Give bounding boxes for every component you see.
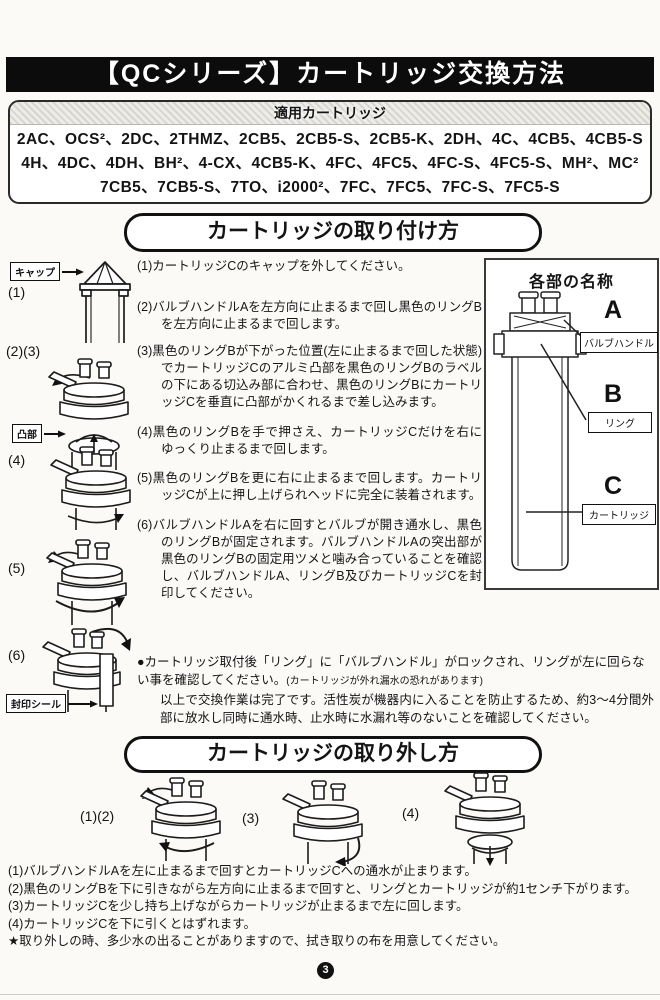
head-and-cartridge-top-illustration [48, 358, 129, 470]
part-key-b: B [604, 380, 623, 408]
part-key-c: C [604, 472, 623, 500]
parts-name-panel: 各部の名称 A バルブハンドル B リング C カートリッジ [484, 258, 659, 590]
step-number: (2) [137, 300, 153, 314]
step-text: カートリッジCのキャップを外してください。 [152, 259, 411, 273]
install-step-1: (1)カートリッジCのキャップを外してください。 [137, 258, 482, 275]
removal-steps: (1)バルブハンドルAを左に止まるまで回すとカートリッジCへの通水が止まります。… [8, 863, 654, 951]
step-number: (1) [8, 864, 24, 878]
install-fig1-number: (1) [8, 284, 26, 300]
install-step-4: (4)黒色のリングBを手で押さえ、カートリッジCだけを右にゆっくり止まるまで回し… [137, 424, 482, 458]
removal-fig4-number: (4) [402, 805, 420, 821]
applicable-cartridges-list: 2AC、OCS²、2DC、2THMZ、2CB5、2CB5-S、2CB5-K、2D… [10, 125, 650, 200]
cap-arrow-icon [62, 268, 84, 275]
step-number: (3) [8, 899, 24, 913]
step-text: カートリッジCを下に引くとはずれます。 [23, 916, 257, 931]
step-number: (6) [137, 518, 153, 532]
cap-label: キャップ [10, 262, 60, 281]
install-lock-note-text: ●カートリッジ取付後「リング」に「バルブハンドル」がロックされ、リングが左に回ら… [137, 655, 645, 687]
parts-assembly-illustration [493, 291, 587, 571]
seal-label-row: 封印シール [6, 694, 98, 713]
page-number-badge: 3 [317, 962, 334, 979]
model-list-line: 4H、4DC、4DH、BH²、4-CX、4CB5-K、4FC、4FC5、4FC-… [21, 155, 639, 172]
part-label-cartridge: カートリッジ [582, 504, 656, 525]
step-text: 黒色のリングBが下がった位置(左に止まるまで回した状態)でカートリッジCのアルミ… [152, 344, 482, 409]
step-number: (3) [137, 344, 153, 358]
applicable-cartridges-header: 適用カートリッジ [10, 102, 650, 125]
applicable-cartridges-box: 適用カートリッジ 2AC、OCS²、2DC、2THMZ、2CB5、2CB5-S、… [8, 100, 652, 204]
seal-arrow-icon [68, 700, 98, 707]
removal-section-title: カートリッジの取り外し方 [124, 736, 542, 773]
removal-turn-left-illustration [140, 777, 221, 861]
step-text: バルブハンドルAを左に止まるまで回すとカートリッジCへの通水が止まります。 [23, 864, 477, 878]
seal-label: 封印シール [6, 694, 66, 713]
removal-step-3: (3)カートリッジCを少し持ち上げながらカートリッジが止まるまで左に回します。 [8, 898, 654, 916]
step-text: 黒色のリングBを更に右に止まるまで回します。カートリッジCが上に押し上げられヘッ… [152, 471, 482, 502]
install-step-6: (6)バルブハンドルAを右に回すとバルブが開き通水し、黒色のリングBが固定されま… [137, 517, 482, 602]
model-list-line: 2AC、OCS²、2DC、2THMZ、2CB5、2CB5-S、2CB5-K、2D… [16, 131, 644, 148]
step-text: 黒色のリングBを手で押さえ、カートリッジCだけを右にゆっくり止まるまで回します。 [152, 425, 482, 456]
step-number: (5) [137, 471, 153, 485]
removal-step-2: (2)黒色のリングBを下に引きながら左方向に止まるまで回すと、リングとカートリッ… [8, 881, 654, 899]
install-fig6-number: (6) [8, 647, 26, 663]
part-key-a: A [604, 296, 623, 324]
install-fig4-number: (4) [8, 452, 26, 468]
install-lock-note: ●カートリッジ取付後「リング」に「バルブハンドル」がロックされ、リングが左に回ら… [137, 654, 654, 690]
parts-panel-title: 各部の名称 [528, 274, 614, 291]
install-step-3: (3)黒色のリングBが下がった位置(左に止まるまで回した状態)でカートリッジCの… [137, 343, 482, 411]
removal-note: ★取り外しの時、多少水の出ることがありますので、拭き取りの布を用意してください。 [8, 934, 506, 948]
page-title: 【QCシリーズ】カートリッジ交換方法 [6, 57, 654, 92]
removal-fig12-number: (1)(2) [80, 808, 115, 824]
protrusion-arrow-icon [44, 430, 66, 437]
install-fig5-number: (5) [8, 560, 26, 576]
removal-fig3-number: (3) [242, 810, 260, 826]
step-text: カートリッジCを少し持ち上げながらカートリッジが止まるまで左に回します。 [23, 899, 469, 913]
step-number: (4) [8, 916, 24, 931]
part-label-ring: リング [588, 412, 652, 433]
applicable-cartridges-header-label: 適用カートリッジ [274, 105, 386, 121]
part-label-valve-handle: バルブハンドル [580, 332, 658, 353]
step-text: バルブハンドルAを左方向に止まるまで回し黒色のリングBを左方向に止まるまで回しま… [152, 300, 482, 331]
install-closing-note: 以上で交換作業は完了です。活性炭が機器内に入ることを防止するため、約3〜4分間外… [160, 693, 654, 725]
bottom-divider [0, 994, 660, 995]
model-list-line: 7CB5、7CB5-S、7TO、i2000²、7FC、7FC5、7FC-S、7F… [99, 179, 561, 196]
removal-step-4: (4)カートリッジCを下に引くとはずれます。 [8, 916, 654, 934]
protrusion-label-row: 凸部 [12, 424, 66, 443]
step-number: (4) [137, 425, 153, 439]
install-step-2: (2)バルブハンドルAを左方向に止まるまで回し黒色のリングBを左方向に止まるまで… [137, 299, 482, 333]
cap-label-row: キャップ [10, 262, 84, 281]
turn-cartridge-right-illustration [50, 446, 131, 530]
seal-and-open-valve-illustration [42, 628, 131, 712]
removal-lower-cartridge-illustration [282, 780, 363, 866]
install-fig23-number: (2)(3) [6, 343, 41, 359]
removal-step-1: (1)バルブハンドルAを左に止まるまで回すとカートリッジCへの通水が止まります。 [8, 863, 654, 881]
install-steps: (1)カートリッジCのキャップを外してください。 (2)バルブハンドルAを左方向… [137, 258, 482, 602]
step-number: (1) [137, 259, 153, 273]
protrusion-label: 凸部 [12, 424, 42, 443]
install-step-5: (5)黒色のリングBを更に右に止まるまで回します。カートリッジCが上に押し上げら… [137, 470, 482, 504]
cartridge-with-cap-illustration [79, 261, 131, 343]
turn-ring-right-illustration [46, 539, 127, 625]
removal-pull-down-illustration [444, 772, 525, 866]
step-text: 黒色のリングBを下に引きながら左方向に止まるまで回すと、リングとカートリッジが約… [23, 881, 637, 896]
step-text: バルブハンドルAを右に回すとバルブが開き通水し、黒色のリングBが固定されます。バ… [152, 518, 482, 600]
install-lock-note-small: (カートリッジが外れ漏水の恐れがあります) [286, 675, 483, 687]
install-section-title: カートリッジの取り付け方 [124, 213, 542, 252]
step-number: (2) [8, 881, 24, 896]
